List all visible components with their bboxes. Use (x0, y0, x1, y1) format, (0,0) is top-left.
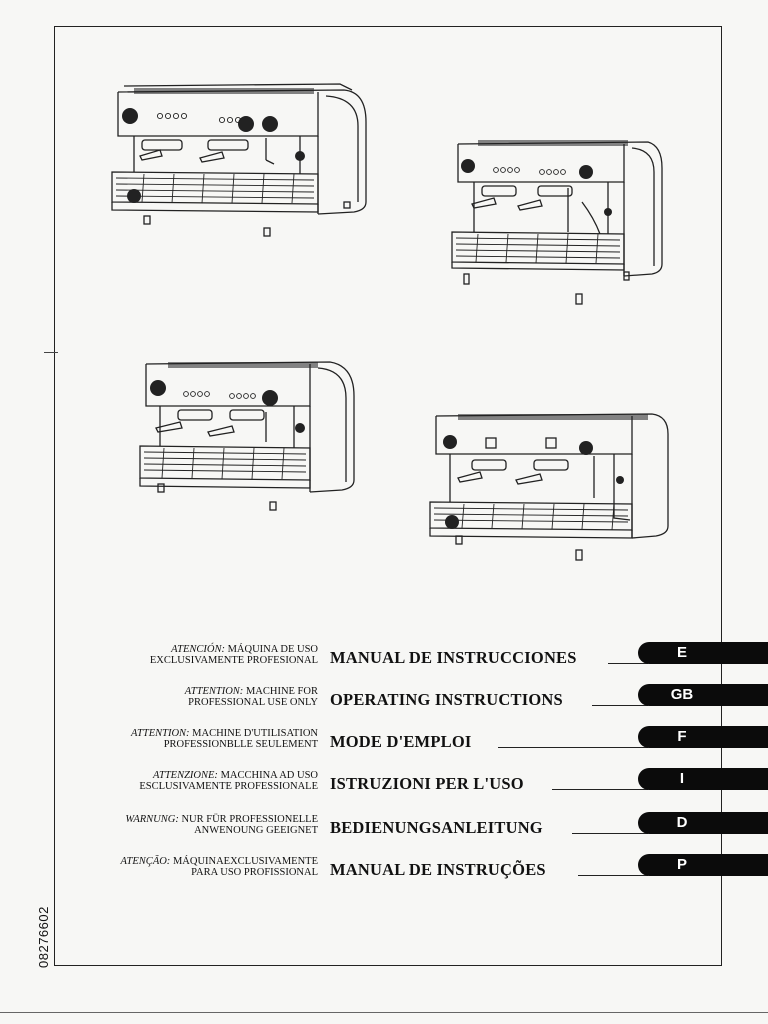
espresso-machine-illustration-4 (429, 413, 669, 561)
language-tab-p[interactable]: P (638, 854, 768, 876)
document-code: 08276602 (36, 906, 51, 968)
leader-line (578, 875, 648, 876)
espresso-machine-illustration-1 (111, 83, 367, 237)
leader-line (498, 747, 648, 748)
manual-title: BEDIENUNGSANLEITUNG (330, 818, 543, 837)
margin-mark (44, 352, 58, 353)
espresso-machine-illustration-3 (139, 361, 355, 511)
leader-line (608, 663, 648, 664)
leader-line (572, 833, 648, 834)
manual-title: MANUAL DE INSTRUÇÕES (330, 860, 546, 879)
manual-title: OPERATING INSTRUCTIONS (330, 690, 563, 709)
manual-title: MANUAL DE INSTRUCCIONES (330, 648, 577, 667)
espresso-machine-illustration-2 (451, 140, 663, 305)
language-tab-gb[interactable]: GB (638, 684, 768, 706)
language-tab-f[interactable]: F (638, 726, 768, 748)
manual-title: ISTRUZIONI PER L'USO (330, 774, 524, 793)
leader-line (552, 789, 648, 790)
language-tab-e[interactable]: E (638, 642, 768, 664)
language-tab-i[interactable]: I (638, 768, 768, 790)
language-tab-d[interactable]: D (638, 812, 768, 834)
bottom-rule (0, 1012, 768, 1013)
page-border (54, 26, 722, 966)
leader-line (592, 705, 648, 706)
manual-title: MODE D'EMPLOI (330, 732, 472, 751)
